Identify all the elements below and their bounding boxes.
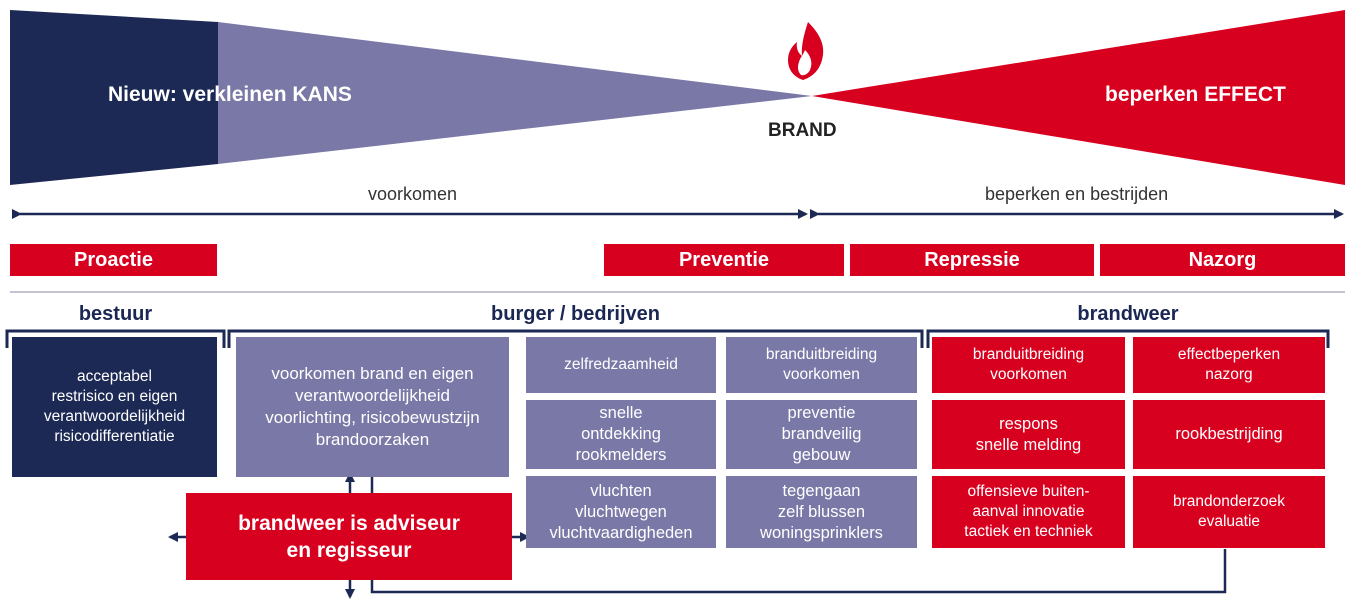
kans-triangle-navy [10,10,218,185]
voorkomen-label: voorkomen [368,184,458,204]
bestuur-title: bestuur [78,303,153,325]
nazorg-bar: Nazorg [1100,244,1345,276]
burger-bracket [227,329,924,348]
burger-title: burger / bedrijven [491,303,660,325]
branduitbreiding-lavender-box: branduitbreiding voorkomen [726,337,917,393]
effect-triangle-red [812,10,1345,185]
respons-box: respons snelle melding [932,400,1125,469]
effect-label: beperken EFFECT [1105,83,1286,106]
repressie-bar: Repressie [850,244,1094,276]
bestuur-box: acceptabel restrisico en eigen verantwoo… [12,337,217,477]
offensieve-box: offensieve buiten- aanval innovatie tact… [932,476,1125,548]
bestuur-bracket [5,329,226,348]
burger-main-box: voorkomen brand en eigen verantwoordelij… [236,337,509,477]
rookbestrijding-box: rookbestrijding [1133,400,1325,469]
kans-triangle-lavender [218,22,812,164]
flame-icon [788,22,824,80]
beperken-label: beperken en bestrijden [985,184,1169,204]
brandweer-title: brandweer [1077,303,1179,325]
feedback-loop-line [370,477,1227,594]
proactie-bar: Proactie [10,244,217,276]
snelle-ontdekking-box: snelle ontdekking rookmelders [526,400,716,469]
brandweer-bracket [926,329,1330,348]
vluchten-box: vluchten vluchtwegen vluchtvaardigheden [526,476,716,548]
brandonderzoek-box: brandonderzoek evaluatie [1133,476,1325,548]
tegengaan-box: tegengaan zelf blussen woningsprinklers [726,476,917,548]
adviseur-box: brandweer is adviseur en regisseur [186,493,512,580]
preventie-gebouw-box: preventie brandveilig gebouw [726,400,917,469]
effectbeperken-box: effectbeperken nazorg [1133,337,1325,393]
preventie-bar: Preventie [604,244,844,276]
kans-label: Nieuw: verkleinen KANS [108,83,352,106]
branduitbreiding-red-box: branduitbreiding voorkomen [932,337,1125,393]
zelfredzaamheid-box: zelfredzaamheid [526,337,716,393]
brand-label: BRAND [768,120,837,141]
